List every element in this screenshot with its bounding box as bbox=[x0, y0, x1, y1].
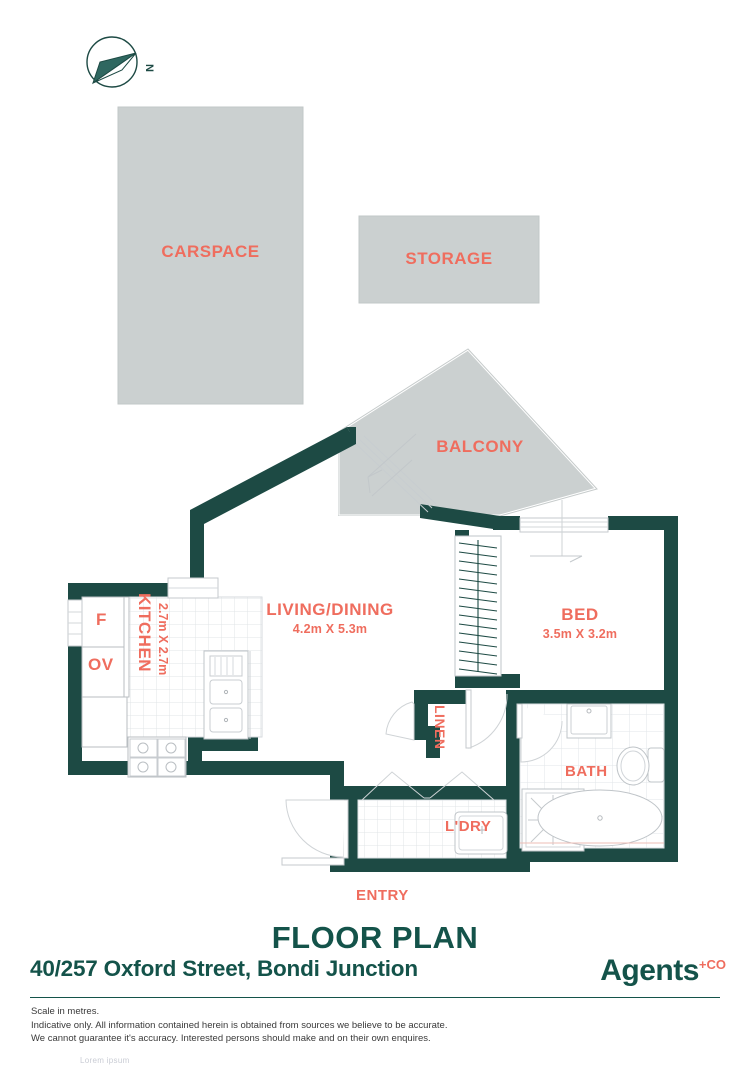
balcony-label: BALCONY bbox=[436, 437, 524, 456]
footer-divider bbox=[30, 997, 720, 998]
svg-text:N: N bbox=[143, 64, 155, 72]
living-dining-name: LIVING/DINING bbox=[266, 600, 394, 619]
bedroom-door[interactable] bbox=[465, 689, 508, 749]
bedroom-area bbox=[454, 500, 609, 749]
living-window-left bbox=[67, 599, 83, 647]
disclaimer-line-2: Indicative only. All information contain… bbox=[31, 1019, 448, 1031]
balcony-area bbox=[336, 347, 600, 518]
entry-door[interactable] bbox=[281, 799, 349, 866]
disclaimer: Scale in metres. Indicative only. All in… bbox=[31, 1005, 447, 1046]
bathroom-door[interactable] bbox=[516, 703, 563, 763]
oven-space bbox=[81, 646, 128, 698]
laundry-tub bbox=[454, 811, 508, 855]
disclaimer-line-1: Scale in metres. bbox=[31, 1006, 100, 1017]
oven-label: OV bbox=[88, 655, 114, 674]
storage-area bbox=[358, 215, 540, 304]
footer: FLOOR PLAN 40/257 Oxford Street, Bondi J… bbox=[0, 915, 750, 1065]
brand-name: Agents bbox=[600, 954, 699, 987]
vanity-basin bbox=[566, 703, 612, 739]
fridge-label: F bbox=[96, 610, 107, 629]
bath-label: BATH bbox=[565, 763, 608, 780]
kitchen-name: KITCHEN bbox=[135, 593, 154, 673]
property-address: 40/257 Oxford Street, Bondi Junction bbox=[30, 956, 418, 981]
sliding-door-balcony[interactable] bbox=[355, 433, 437, 513]
living-dining-dimensions: 4.2m X 5.3m bbox=[292, 622, 368, 636]
cooktop-4-burner bbox=[127, 736, 187, 778]
bedroom-dimensions: 3.5m X 3.2m bbox=[542, 627, 618, 641]
disclaimer-line-3: We cannot guarantee it's accuracy. Inter… bbox=[31, 1033, 431, 1044]
sliding-window-bedroom bbox=[519, 500, 609, 563]
kitchen-area bbox=[81, 577, 263, 778]
brand-logo: Agents+CO bbox=[600, 954, 726, 988]
laundry-area bbox=[357, 771, 508, 859]
page-title: FLOOR PLAN bbox=[271, 920, 479, 955]
carspace-area bbox=[117, 106, 304, 405]
fridge-space bbox=[81, 596, 128, 648]
laundry-bifold-doors[interactable] bbox=[361, 771, 495, 801]
compass-north-icon: N bbox=[86, 36, 155, 88]
entry-label: ENTRY bbox=[356, 887, 409, 904]
bedroom-name: BED bbox=[561, 605, 599, 624]
wardrobe-hanging-rail bbox=[454, 535, 502, 677]
carspace-label: CARSPACE bbox=[161, 242, 260, 261]
storage-label: STORAGE bbox=[405, 249, 493, 268]
linen-label: LINEN bbox=[432, 705, 448, 750]
interior-walls bbox=[344, 530, 678, 862]
brand-suffix: +CO bbox=[698, 957, 726, 972]
bathtub-oval bbox=[537, 789, 663, 847]
toilet-with-cistern bbox=[616, 746, 665, 786]
laundry-label: L'DRY bbox=[445, 818, 492, 835]
kitchen-dimensions: 2.7m X 2.7m bbox=[156, 603, 170, 676]
linen-cupboard[interactable] bbox=[385, 701, 415, 741]
bathroom-area bbox=[516, 703, 665, 852]
